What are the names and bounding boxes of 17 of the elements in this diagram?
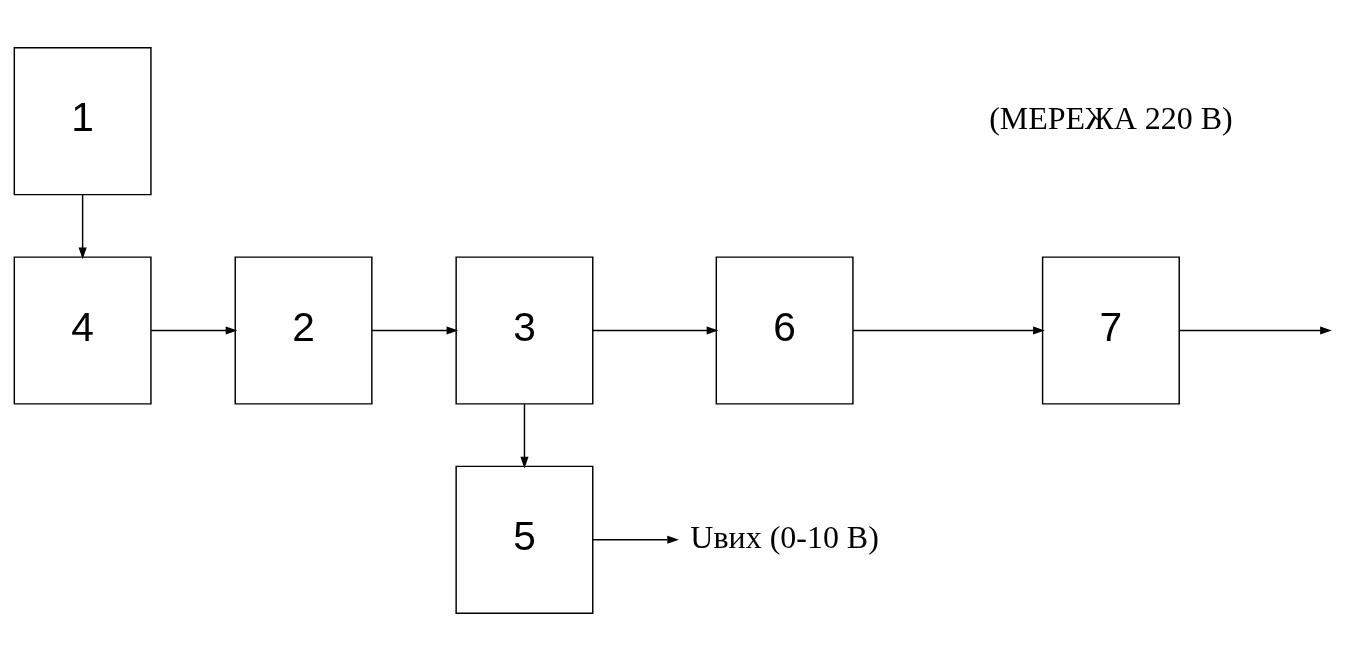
arrow [371,326,459,335]
arrow [150,326,238,335]
node-box: 1 [13,47,152,196]
arrow [592,326,719,335]
arrow [852,326,1045,335]
node-box: 7 [1041,256,1180,405]
node-box: 3 [455,256,594,405]
label: (МЕРЕЖА 220 В) [989,101,1233,137]
arrow [520,403,529,469]
node-box: 5 [455,465,594,614]
node-box: 2 [234,256,373,405]
node-box: 4 [13,256,152,405]
arrow [1178,326,1332,335]
arrow [592,535,679,544]
arrow [78,194,87,260]
node-box: 6 [715,256,854,405]
node-text: Uвих (0-10 В) [690,519,879,555]
